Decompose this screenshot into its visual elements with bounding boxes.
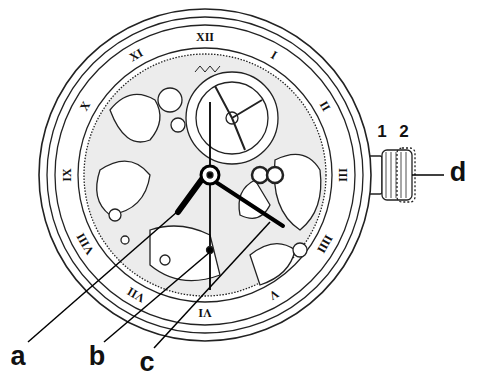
callout-letter: c [139,349,154,376]
hour-numeral: XII [196,31,214,43]
callout-letter: d [450,159,467,186]
second-hand [209,102,211,290]
hour-hand [178,175,205,212]
balance-wheel [186,72,278,164]
leader-line [412,174,444,176]
callout-letter: b [89,343,106,370]
leader-line [28,205,185,342]
crown-position: 1 [377,123,386,140]
callout-letter: a [10,343,25,370]
leader-line [104,252,210,342]
watch-case [39,9,371,341]
crown-position: 2 [399,123,408,140]
leader-line [154,222,270,348]
hour-numeral: IX [61,168,73,181]
hour-numeral: VI [198,307,211,319]
hour-numeral: III [337,168,349,182]
